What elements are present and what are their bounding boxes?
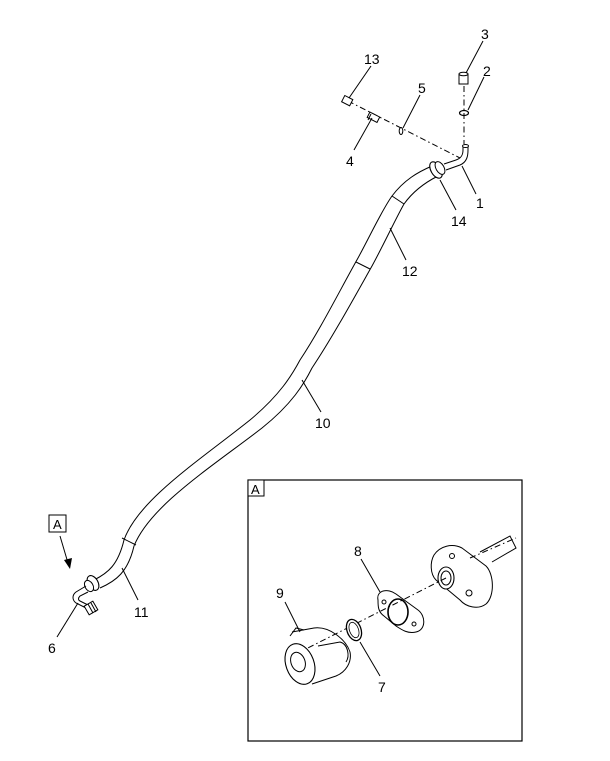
centerline-diagonal [347,100,461,159]
gasket-8 [377,590,425,633]
ferrule-bottom-inner [83,579,95,593]
flange-fitting-9 [284,627,351,685]
callout-8: 8 [354,543,362,559]
tube-1 [443,146,464,165]
callout-4: 4 [346,153,354,169]
hose-assembly [72,144,469,616]
ferrule-14-inner [434,161,446,175]
callout-3: 3 [481,26,489,42]
callout-14: 14 [451,213,467,229]
valve-4 [366,111,381,124]
detail-frame-label: A [251,482,260,497]
sleeve-12 [355,261,371,270]
callout-10: 10 [315,415,331,431]
cap-3 [458,71,469,85]
fitting-6 [83,600,99,616]
detail-frame-tag [247,479,265,497]
oring-7-inner [348,621,360,639]
callout-1: 1 [476,195,484,211]
callout-11: 11 [134,604,149,620]
callout-7: 7 [378,679,386,695]
sleeve-11-band [121,537,137,546]
cap-13 [340,94,354,107]
callout-12: 12 [402,263,418,279]
detail-marker-arrow-line [59,535,69,564]
tube-1-end [462,144,469,148]
oring-7 [345,618,363,642]
tube-1-b [445,146,469,171]
tube-bottom-b [78,591,89,606]
callouts: 3 2 13 5 4 1 14 12 10 11 6 8 9 7 [48,26,491,695]
callout-2: 2 [483,63,491,79]
hose-outline-right [99,175,439,589]
callout-13: 13 [364,51,380,67]
detail-marker-box [48,514,67,533]
leader-lines [56,40,485,677]
detail-marker-arrowhead [64,558,72,569]
sleeve-12-upper [391,195,405,205]
hose-outline-left [93,165,433,581]
detail-marker-label: A [53,517,62,532]
detail-frame [247,479,523,742]
callout-6: 6 [48,640,56,656]
oring-5 [398,127,404,135]
tube-bottom [72,585,87,609]
callout-9: 9 [276,585,284,601]
callout-5: 5 [418,80,426,96]
port-block [295,535,517,655]
